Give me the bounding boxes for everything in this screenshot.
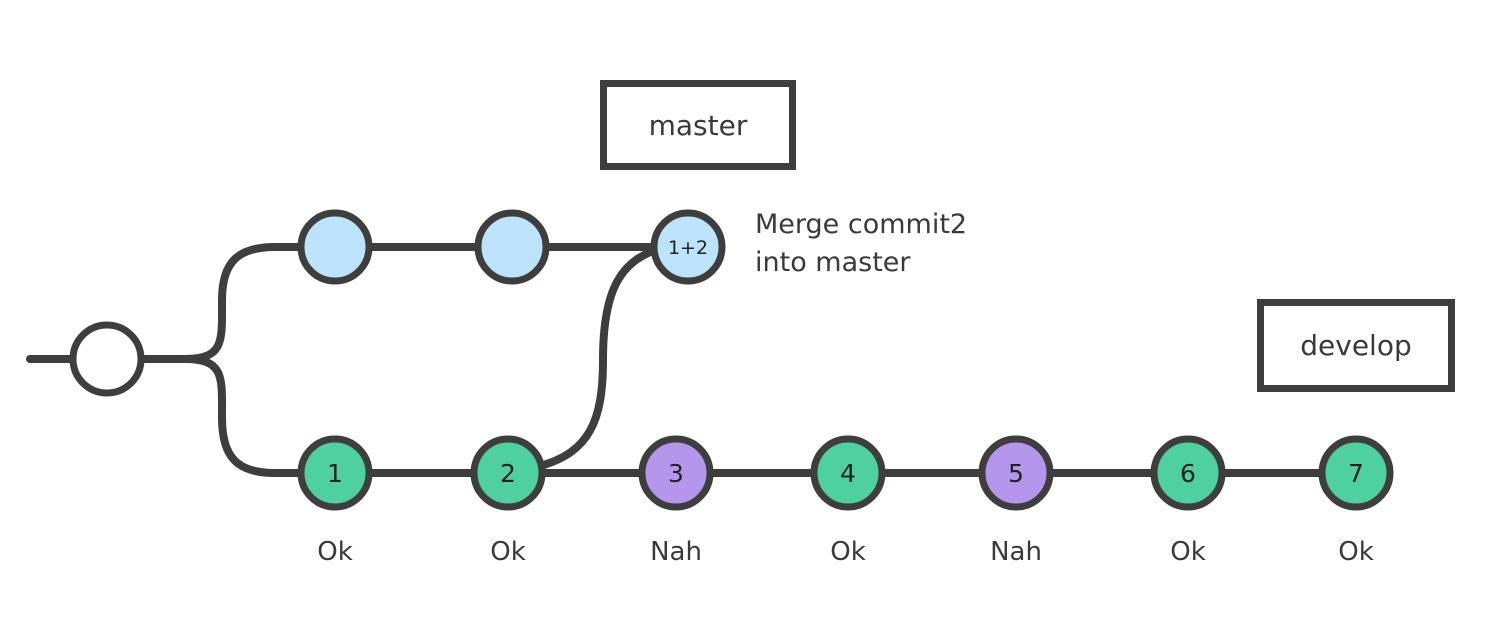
develop-branch-box: develop (1257, 299, 1455, 392)
develop-commit-node (1150, 435, 1226, 511)
commit-status-label: Ok (1338, 537, 1374, 567)
develop-commit-node (470, 435, 546, 511)
merge-note-line-2: into master (755, 247, 911, 278)
commit-status-label: Ok (830, 537, 866, 567)
origin-commit-node (69, 321, 145, 397)
commit-status-label: Ok (317, 537, 353, 567)
master-branch-label: master (648, 108, 748, 142)
master-commit-node (474, 209, 550, 285)
master-commit-node (650, 209, 726, 285)
commit-nodes: 1+2 1 2 3 4 5 6 7 (69, 209, 1394, 511)
develop-branch-label: develop (1300, 329, 1412, 362)
merge-note: Merge commit2 into master (755, 206, 967, 282)
master-commit-node (297, 209, 373, 285)
develop-commit-label: 6 (1180, 459, 1196, 488)
develop-commit-label: 3 (668, 459, 684, 488)
develop-commit-node (638, 435, 714, 511)
develop-commit-label: 2 (500, 459, 516, 488)
master-branch-box: master (600, 80, 796, 170)
merge-line (536, 243, 670, 470)
develop-branch-line (181, 355, 1360, 477)
develop-commit-node (1318, 435, 1394, 511)
status-labels: Ok Ok Nah Ok Nah Ok Ok (317, 537, 1374, 567)
develop-commit-node (978, 435, 1054, 511)
merge-note-line-1: Merge commit2 (755, 209, 968, 240)
develop-commit-label: 7 (1348, 459, 1364, 488)
commit-status-label: Ok (490, 537, 526, 567)
develop-commit-node (810, 435, 886, 511)
commit-status-label: Ok (1170, 537, 1206, 567)
develop-commit-node (297, 435, 373, 511)
commit-status-label: Nah (990, 537, 1042, 567)
develop-commit-label: 1 (327, 459, 343, 488)
develop-commit-label: 5 (1008, 459, 1024, 488)
develop-commit-label: 4 (840, 459, 856, 488)
merge-commit-label: 1+2 (668, 237, 708, 259)
branch-lines (26, 243, 1360, 477)
commit-status-label: Nah (650, 537, 702, 567)
master-branch-line (181, 243, 692, 363)
